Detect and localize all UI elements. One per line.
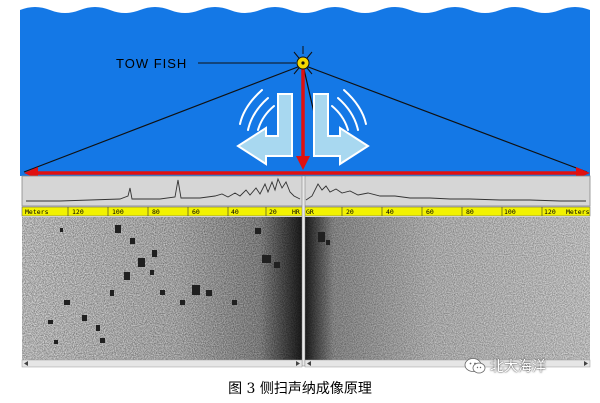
port-tick-80: 80 (152, 208, 160, 216)
range-scale-bar: Meters 120 100 80 60 40 20 HR GR 20 40 6… (21, 206, 591, 217)
port-scrollbar[interactable] (21, 359, 303, 368)
figure-caption: 图 3 侧扫声纳成像原理 (228, 381, 372, 397)
sonar-wave-arcs (239, 89, 367, 131)
tow-fish-icon (293, 46, 313, 75)
center-divider (301, 175, 306, 367)
stbd-seabed-targets (318, 232, 330, 245)
watermark: 北大海洋 (464, 356, 592, 376)
port-tick-100: 100 (112, 208, 124, 216)
stbd-tick-100: 100 (504, 208, 516, 216)
sonar-image-starboard (305, 217, 590, 360)
wechat-icon (464, 358, 486, 374)
port-tick-60: 60 (192, 208, 200, 216)
stbd-tick-80: 80 (466, 208, 474, 216)
stbd-tick-120: 120 (544, 208, 556, 216)
depth-arrow (296, 68, 310, 170)
port-tick-hr: HR (292, 208, 300, 216)
water-body (20, 7, 590, 176)
watermark-text: 北大海洋 (490, 359, 546, 375)
port-sonar-arrow (236, 93, 293, 166)
port-tick-meters: Meters (25, 208, 49, 216)
stbd-tick-60: 60 (426, 208, 434, 216)
stbd-tick-20: 20 (346, 208, 354, 216)
starboard-scrollbar[interactable] (304, 359, 591, 368)
starboard-amplitude-trace (305, 183, 586, 202)
sonar-image-port (22, 217, 302, 360)
port-tick-40: 40 (231, 208, 239, 216)
starboard-sonar-arrow (313, 93, 370, 166)
port-seabed-targets (48, 225, 280, 344)
tow-fish-label: TOW FISH (116, 56, 187, 71)
port-amplitude-trace (26, 177, 301, 202)
stbd-tick-meters: Meters (566, 208, 590, 216)
stbd-tick-40: 40 (386, 208, 394, 216)
port-tick-20: 20 (269, 208, 277, 216)
port-tick-120: 120 (72, 208, 84, 216)
stbd-tick-gr: GR (306, 208, 314, 216)
amplitude-trace-panel (21, 175, 591, 207)
